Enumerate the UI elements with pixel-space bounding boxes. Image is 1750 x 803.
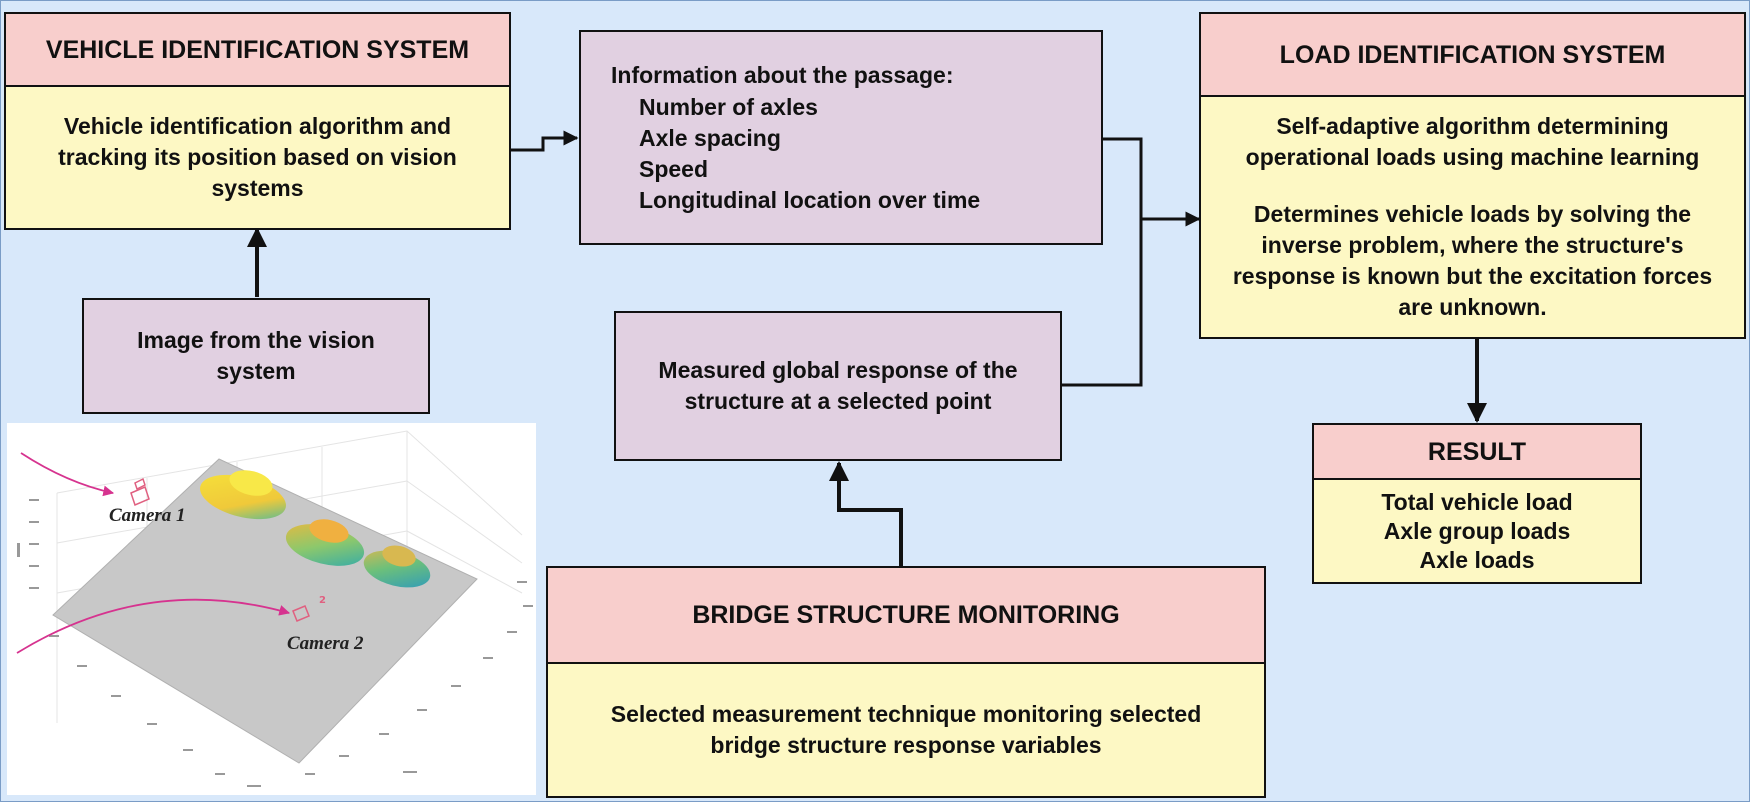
- load-identification-header: LOAD IDENTIFICATION SYSTEM: [1201, 14, 1744, 97]
- scene-axis-ticks: [17, 499, 533, 787]
- image-from-vision-box: Image from the vision system: [82, 298, 430, 414]
- camera-1-arrow: [20, 452, 115, 497]
- measured-response-box: Measured global response of the structur…: [614, 311, 1062, 461]
- load-identification-para1: Self-adaptive algorithm determining oper…: [1245, 113, 1700, 170]
- passage-item-spacing: Axle spacing: [639, 124, 781, 151]
- camera-1-label: Camera 1: [109, 505, 186, 526]
- passage-item-speed: Speed: [639, 155, 709, 182]
- passage-item-axles: Number of axles: [639, 93, 818, 120]
- camera-2-arrow: [16, 598, 291, 654]
- passage-info-box: Information about the passage: Number of…: [579, 30, 1103, 245]
- arrow-vehicle-to-passage: [511, 130, 579, 152]
- camera-2-marker: 2: [319, 595, 326, 606]
- bridge-monitoring-header: BRIDGE STRUCTURE MONITORING: [548, 568, 1264, 664]
- passage-info-lead: Information about the passage:: [611, 61, 954, 88]
- bridge-monitoring-box: BRIDGE STRUCTURE MONITORING Selected mea…: [546, 566, 1266, 798]
- camera-1-icon: [130, 477, 150, 507]
- camera-2-icon: [292, 605, 310, 622]
- arrow-bridge-to-response: [829, 461, 903, 566]
- load-identification-body: Self-adaptive algorithm determining oper…: [1201, 97, 1744, 337]
- vehicle-identification-body: Vehicle identification algorithm and tra…: [6, 87, 509, 228]
- result-item-group: Axle group loads: [1383, 517, 1571, 544]
- result-item-total: Total vehicle load: [1381, 488, 1573, 515]
- vision-scene-graphic: [16, 430, 533, 787]
- scene-ground-plane: [52, 458, 478, 764]
- passage-item-location: Longitudinal location over time: [639, 186, 981, 213]
- scene-vehicle-2: [285, 519, 365, 566]
- result-header: RESULT: [1314, 425, 1640, 480]
- load-identification-box: LOAD IDENTIFICATION SYSTEM Self-adaptive…: [1199, 12, 1746, 339]
- vision-scene-image: Camera 1 Camera 2 2: [7, 423, 536, 795]
- camera-2-label: Camera 2: [287, 633, 364, 654]
- result-body: Total vehicle load Axle group loads Axle…: [1314, 480, 1640, 582]
- scene-vehicle-1: [200, 470, 286, 520]
- scene-vehicle-3: [363, 545, 431, 588]
- line-passage-to-junction: [1102, 137, 1143, 219]
- passage-info-list: Number of axles Axle spacing Speed Longi…: [611, 92, 980, 216]
- result-box: RESULT Total vehicle load Axle group loa…: [1312, 423, 1642, 584]
- vehicle-identification-header: VEHICLE IDENTIFICATION SYSTEM: [6, 14, 509, 87]
- vehicle-identification-box: VEHICLE IDENTIFICATION SYSTEM Vehicle id…: [4, 12, 511, 230]
- load-identification-para2: Determines vehicle loads by solving the …: [1232, 201, 1713, 320]
- bridge-monitoring-body: Selected measurement technique monitorin…: [548, 664, 1264, 796]
- result-item-axle: Axle loads: [1419, 546, 1535, 573]
